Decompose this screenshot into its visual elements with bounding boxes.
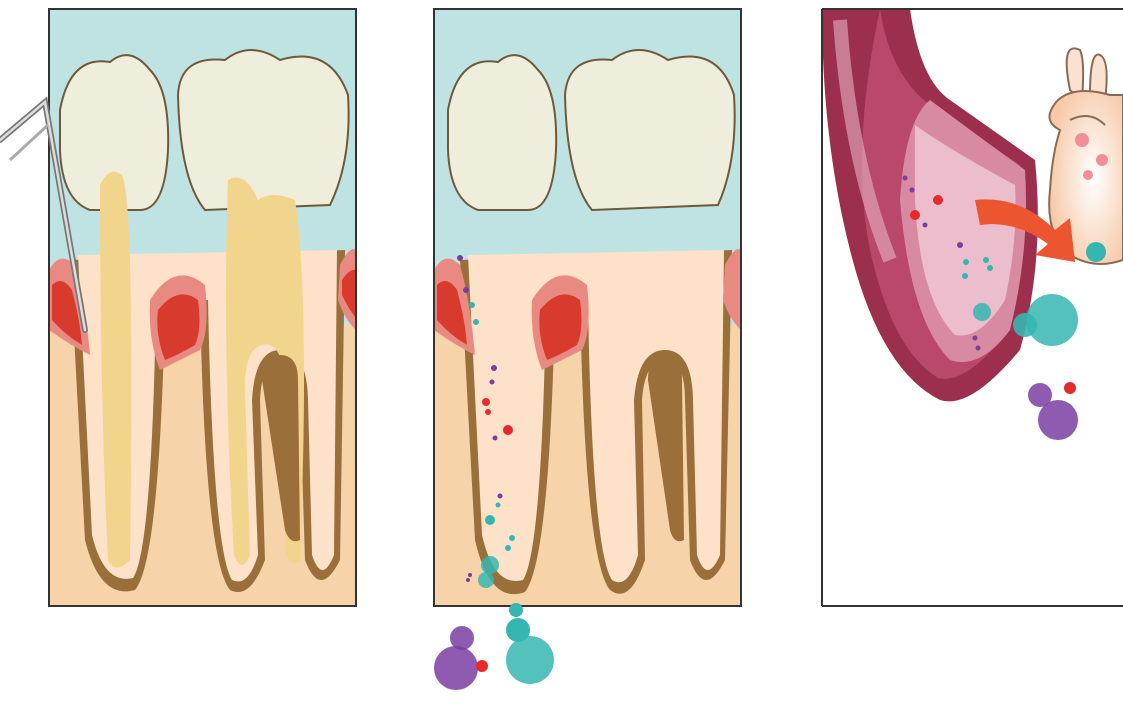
bloodstream-to-heart-panel xyxy=(820,0,1123,610)
molar-tooth-icon xyxy=(448,50,735,594)
bacteria-spread-panel xyxy=(420,0,750,708)
probing-panel xyxy=(0,0,360,610)
